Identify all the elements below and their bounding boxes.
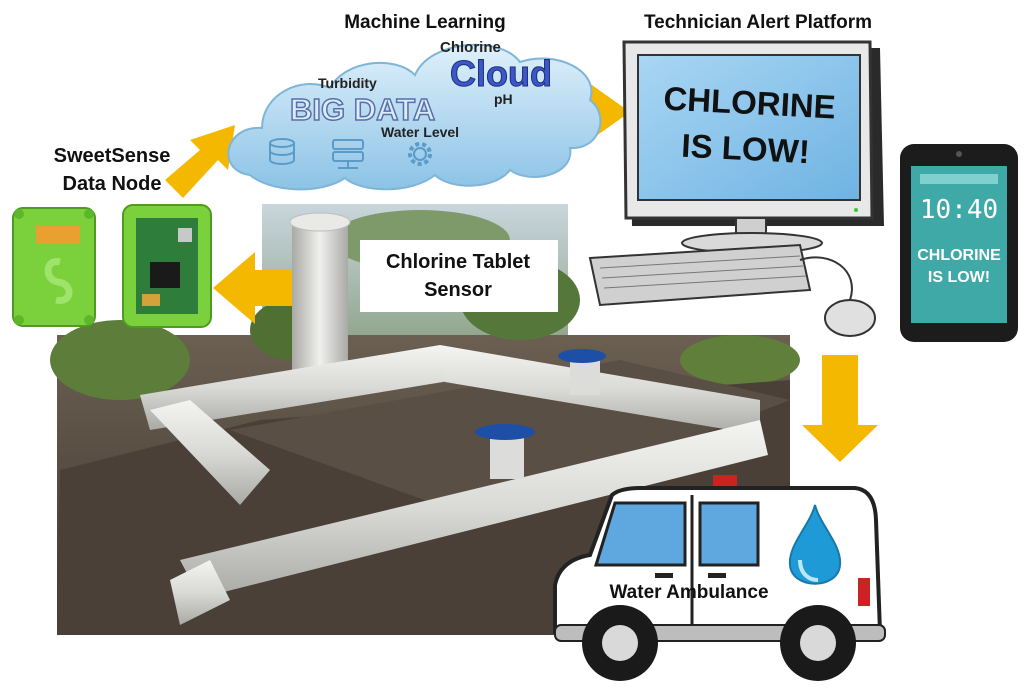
front-wheel: [582, 605, 658, 681]
cloud-chlorine: Chlorine: [440, 39, 501, 56]
phone-alert-line2: IS LOW!: [928, 269, 990, 286]
server-icon: [332, 139, 364, 169]
data-cloud: [227, 43, 602, 191]
machine-learning-label: Machine Learning: [344, 12, 506, 33]
cloud-ph: pH: [494, 91, 513, 107]
arrow-node-to-cloud: [165, 125, 235, 198]
sweetsense-node-image: [12, 204, 212, 328]
water-ambulance-label: Water Ambulance: [609, 582, 768, 603]
phone-illustration: [900, 144, 1018, 342]
monitor-alert-line1: CHLORINE: [663, 80, 837, 126]
monitor-alert-line2: IS LOW!: [681, 127, 811, 171]
database-icon: [269, 138, 295, 165]
arrow-down-to-ambulance: [802, 355, 878, 462]
cloud-big-data: BIG DATA: [290, 92, 435, 127]
water-ambulance-illustration: [553, 475, 886, 681]
cloud-word: Cloud: [450, 53, 552, 94]
phone-alert-line1: CHLORINE: [917, 247, 1001, 264]
sweetsense-label-line1: SweetSense: [54, 145, 171, 167]
pipe-photo: [50, 204, 800, 635]
computer-illustration: [588, 40, 884, 337]
gear-icon: [408, 142, 432, 166]
water-drop-icon: [788, 504, 842, 585]
chlorine-tablet-label-box: [360, 240, 558, 312]
cloud-turbidity: Turbidity: [318, 75, 377, 91]
sweetsense-label-line2: Data Node: [63, 173, 162, 195]
chlorine-tablet-label-line1: Chlorine Tablet: [386, 251, 530, 273]
arrow-sensor-to-node: [213, 252, 292, 324]
technician-platform-label: Technician Alert Platform: [644, 12, 872, 33]
rear-wheel: [780, 605, 856, 681]
cloud-water-level: Water Level: [381, 124, 459, 140]
phone-time: 10:40: [920, 195, 998, 225]
chlorine-tablet-label-line2: Sensor: [424, 279, 492, 301]
